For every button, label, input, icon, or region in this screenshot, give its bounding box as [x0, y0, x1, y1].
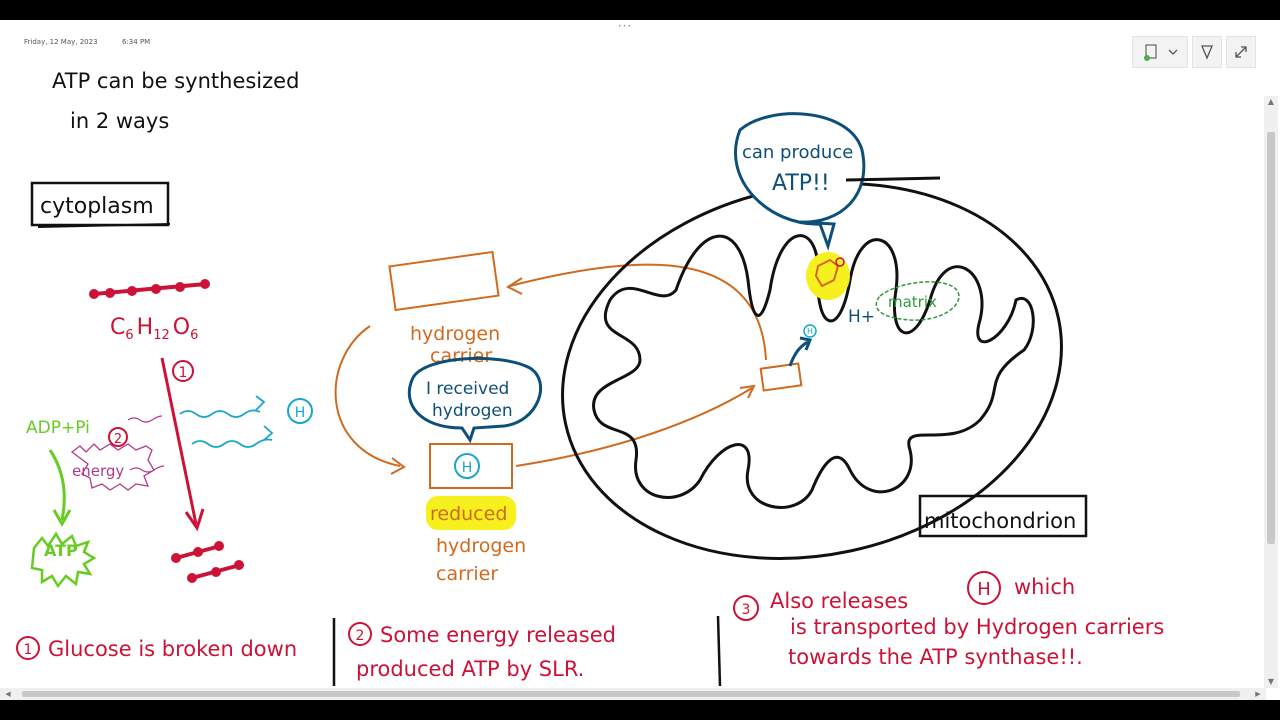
hydrogen-to-synthase-arrow: [788, 340, 809, 367]
hydrogen-atom-label: H: [295, 405, 306, 421]
step2-marker-circle: [108, 427, 128, 447]
reduced-carrier-label-1: hydrogen: [436, 535, 526, 557]
matrix-label: matrix: [888, 293, 937, 311]
reduced-carrier-label-2: carrier: [436, 563, 498, 585]
bottom-note-3-line-3: towards the ATP synthase!!.: [788, 645, 1083, 669]
vertical-scrollbar[interactable]: ▲ ▼: [1264, 96, 1278, 688]
cytoplasm-label: cytoplasm: [40, 194, 154, 219]
note1-marker: 1: [24, 642, 33, 658]
horizontal-scroll-thumb[interactable]: [22, 691, 1240, 697]
scroll-right-icon[interactable]: ▶: [1255, 690, 1261, 698]
note3-marker: 3: [742, 602, 751, 618]
step1-marker: 1: [179, 365, 188, 381]
cytoplasm-box-shadow: [37, 223, 171, 228]
reduced-carrier-hydrogen-label: H: [462, 460, 473, 476]
window-bottom-bar: [0, 700, 1280, 720]
hydrogen-to-synthase-arrowhead: [799, 336, 813, 351]
breakdown-arrow: [160, 357, 198, 525]
toolbar: [1132, 36, 1256, 68]
breakdown-arrow-head: [184, 508, 205, 532]
note3-hydrogen-circle: [967, 571, 1001, 605]
carrier-cycle-arrow-left: [334, 325, 401, 467]
carrier-return-arrow: [509, 263, 767, 361]
speech-bubble-received: [407, 356, 542, 444]
page-date: Friday, 12 May, 2023: [24, 38, 98, 46]
mito-hydrogen-circle: [803, 324, 817, 338]
horizontal-scrollbar[interactable]: ◀ ▶: [0, 688, 1266, 700]
note3-hydrogen-symbol: H: [977, 579, 991, 600]
note3-marker-circle: [733, 595, 759, 621]
bottom-note-2-line-2: produced ATP by SLR.: [356, 657, 584, 681]
insert-space-button[interactable]: [1132, 36, 1188, 68]
bottom-note-3-line-1a: Also releases: [770, 589, 908, 613]
note2-marker-circle: [348, 622, 372, 646]
note2-marker: 2: [356, 628, 365, 644]
insert-space-icon: [1144, 44, 1178, 61]
reduced-highlight: [426, 496, 516, 530]
bottom-note-1: Glucose is broken down: [48, 637, 297, 661]
hydrogen-atom-circle: [287, 398, 313, 424]
energy-squiggle-1: [127, 415, 163, 423]
hydrogen-carrier-label-1: hydrogen: [410, 323, 500, 345]
note-divider-2: [716, 615, 722, 687]
hydrogen-release-arrow-2: [263, 425, 274, 441]
scroll-left-icon[interactable]: ◀: [5, 690, 11, 698]
fullscreen-button[interactable]: [1226, 36, 1256, 68]
note1-marker-circle: [16, 636, 40, 660]
h-plus-label: H+: [848, 307, 875, 327]
mito-hydrogen-label: H: [807, 327, 813, 336]
window-top-bar: [0, 0, 1280, 20]
glucose-molecule: [89, 279, 210, 299]
pyruvate-molecules: [171, 541, 244, 583]
energy-label: energy: [72, 462, 124, 480]
mitochondrion-label-box: [918, 494, 1088, 538]
outer-membrane-top-segment: [845, 176, 941, 182]
atp-synthase-head: [835, 257, 845, 267]
adp-to-atp-arrowhead: [52, 509, 72, 528]
reduced-carrier-hydrogen-circle: [454, 453, 480, 479]
reduced-carrier-box: [429, 443, 513, 489]
pen-icon: [1201, 45, 1213, 60]
bottom-note-2-line-1: Some energy released: [380, 623, 616, 647]
bottom-note-3-line-1b: which: [1014, 575, 1075, 599]
carrier-cycle-arrowhead-left: [390, 457, 406, 475]
speech-bubble-atp: [734, 112, 866, 251]
bottom-note-3-line-2: is transported by Hydrogen carriers: [790, 615, 1164, 639]
scroll-up-icon[interactable]: ▲: [1267, 97, 1275, 106]
adp-label: ADP+Pi: [26, 418, 90, 438]
heading-line-1: ATP can be synthesized: [52, 69, 299, 93]
atp-synthase-icon: [814, 258, 840, 288]
matrix-outline: [875, 281, 960, 321]
atp-burst: [30, 531, 97, 589]
step2-marker: 2: [114, 432, 122, 447]
heading-line-2: in 2 ways: [70, 109, 169, 133]
speech-received-line-2: hydrogen: [432, 401, 513, 421]
adp-to-atp-arrow: [48, 449, 66, 521]
speech-received-line-1: I received: [426, 379, 509, 399]
hydrogen-release-wave-1: [179, 409, 261, 418]
reduced-label: reduced: [430, 503, 507, 525]
drag-handle-icon[interactable]: ···: [617, 19, 633, 33]
vertical-scroll-thumb[interactable]: [1267, 132, 1275, 544]
hydrogen-release-wave-2: [191, 438, 273, 448]
speech-atp-line-2: ATP!!: [772, 171, 830, 196]
carrier-return-arrowhead: [505, 277, 523, 295]
atp-label: ATP: [44, 541, 78, 560]
mitochondrion-label: mitochondrion: [924, 509, 1076, 533]
scroll-down-icon[interactable]: ▼: [1267, 677, 1275, 686]
step1-marker-circle: [172, 360, 194, 382]
expand-icon: [1235, 46, 1247, 58]
mito-carrier-box: [759, 362, 803, 392]
hydrogen-release-arrow-1: [255, 395, 266, 411]
carrier-to-mito-arrow: [515, 387, 753, 467]
energy-squiggle-2: [129, 465, 165, 473]
pen-button[interactable]: [1192, 36, 1222, 68]
page-time: 6:34 PM: [122, 38, 151, 46]
hydrogen-carrier-box: [388, 250, 500, 312]
atp-synthase-highlight: [806, 252, 850, 300]
carrier-to-mito-arrowhead: [739, 384, 756, 399]
speech-atp-line-1: can produce: [742, 142, 853, 163]
